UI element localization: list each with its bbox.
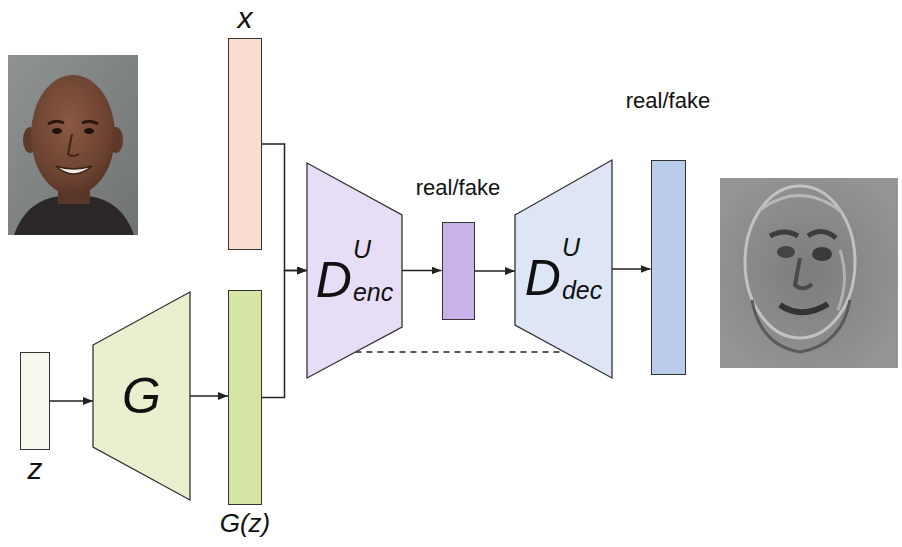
photo-brow [48,121,64,124]
tensor-bar [228,38,262,250]
trapezoid-shape [515,160,612,378]
trapezoid-shape [307,163,402,378]
map-scalp [760,195,842,212]
latent-bar: z [15,352,55,485]
map-background [720,178,898,368]
connector-arrow [50,400,93,402]
tensor-bar [228,290,262,505]
tensor-bar [442,222,475,320]
generator-trapezoid: G [93,292,190,500]
connector-arrow [190,395,228,397]
trapezoid-shape [93,292,190,500]
trapezoid-content: DUdec [515,160,612,378]
script-column: Udec [562,235,602,303]
face-photo [8,55,138,235]
tensor-bar [651,160,686,375]
pixel-output-bar: real/fake [621,89,716,375]
photo-brow [82,121,98,124]
discriminator-output-map [720,178,898,368]
photo-eye [84,128,94,134]
input-bar: x [223,1,267,250]
map-eye [777,246,795,258]
encoder-trapezoid: DUenc [307,163,402,378]
generated-bar: G(z) [215,290,276,538]
symbol-group: DUdec [525,235,602,303]
map-nose [795,258,812,288]
network-symbol: D [525,253,561,303]
network-symbol: D [316,255,352,305]
photo-smile [56,166,92,174]
trapezoid-content: G [93,292,190,500]
tensor-bar [20,352,50,450]
script-column: Uenc [353,237,393,305]
map-mouth [780,304,828,312]
photo-nose [68,134,79,156]
map-eye [812,247,832,261]
subscript: enc [353,280,393,305]
photo-eye [52,128,62,134]
map-head-outline [745,186,855,338]
connector-arrow [475,270,516,272]
connector-arrow [262,271,307,398]
decoder-trapezoid: DUdec [515,160,612,378]
map-brow [808,231,836,238]
photo-background [8,55,138,235]
bar-label: real/fake [626,89,710,113]
network-symbol: G [122,371,161,421]
connector-arrow [262,144,307,271]
connector-arrow [402,270,442,272]
connector-arrow [612,268,651,270]
map-brow [770,232,798,236]
bar-label: z [28,452,43,485]
map-cheek [838,250,845,310]
skip-connection [355,351,564,353]
photo-head [31,75,115,195]
map-jaw [752,300,850,352]
superscript: U [562,235,602,260]
symbol-group: G [122,371,161,421]
global-output-bar: real/fake [411,176,506,320]
superscript: U [353,237,393,262]
symbol-group: DUenc [316,237,393,305]
subscript: dec [562,278,602,303]
trapezoid-content: DUenc [307,163,402,378]
bar-label: G(z) [220,509,271,538]
bar-label: x [238,1,253,34]
bar-label: real/fake [416,176,500,200]
